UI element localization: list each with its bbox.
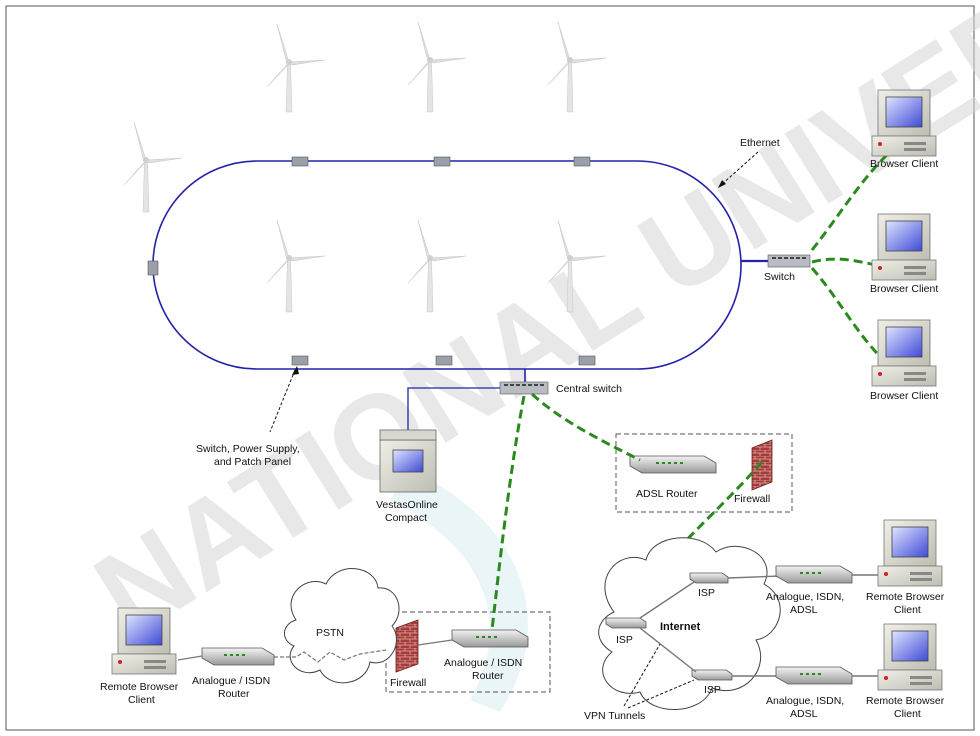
dashed-link-central-to-adsl — [530, 392, 641, 462]
pstn-label: PSTN — [316, 627, 344, 639]
watermark-arc: NATIONAL UNIVERSITY — [73, 0, 980, 712]
switch-icon — [767, 254, 811, 268]
internet-label: Internet — [660, 621, 701, 633]
dashed-link-firewall-to-isp — [624, 461, 764, 613]
remote-browser-client-right-line2: Client — [894, 604, 921, 616]
remote-browser-client-right-line1: Remote Browser — [866, 591, 945, 603]
vpn-arrow — [627, 679, 695, 709]
analogue-router-left-line2: Router — [218, 688, 250, 700]
switch-power-arrow-head — [292, 366, 299, 375]
ring-node — [291, 156, 309, 167]
analogue-isdn-adsl-modem-icon — [775, 666, 853, 685]
ethernet-label: Ethernet — [740, 137, 780, 149]
ethernet-arrow-head — [718, 180, 726, 188]
isp-label-top: ISP — [698, 587, 715, 599]
pstn-line — [274, 649, 387, 663]
vpn-tunnels-label: VPN Tunnels — [584, 710, 645, 722]
computer-icon — [871, 213, 937, 281]
dashed-link-browser-client — [810, 148, 894, 251]
analogue-adsl-label-top-line2: ADSL — [790, 604, 818, 616]
isp-link — [639, 627, 697, 673]
central-switch-icon — [499, 381, 549, 395]
client-to-router-link — [177, 655, 203, 661]
central-switch-label: Central switch — [556, 383, 622, 395]
browser-client-label: Browser Client — [870, 390, 938, 402]
browser-client-label: Browser Client — [870, 158, 938, 170]
pstn-cloud — [284, 568, 400, 684]
remote-browser-client-left-line2: Client — [128, 694, 155, 706]
computer-icon — [871, 319, 937, 387]
computer-icon — [111, 607, 177, 675]
adsl-group-box — [615, 433, 793, 513]
watermark-text-left: NATIONAL UNIVERSITY — [73, 0, 980, 662]
firewall-top-label: Firewall — [734, 493, 770, 505]
analogue-router-center-line1: Analogue / ISDN — [444, 657, 522, 669]
ethernet-arrow — [719, 151, 759, 187]
analogue-router-left-line1: Analogue / ISDN — [192, 675, 270, 687]
wind-turbine-icon — [547, 21, 607, 113]
ring-node — [291, 355, 309, 366]
computer-icon — [877, 623, 943, 691]
switch-power-label-line2: and Patch Panel — [214, 456, 291, 468]
ring-node — [573, 156, 591, 167]
isp-to-modem-link — [727, 575, 781, 579]
frame-border — [5, 5, 975, 731]
remote-browser-client-right2-line2: Client — [894, 708, 921, 720]
vestas-label-line1: VestasOnline — [376, 499, 438, 511]
ring-node — [147, 260, 159, 276]
analogue-isdn-router-icon — [451, 629, 529, 648]
computer-icon — [877, 519, 943, 587]
wind-turbine-icon — [266, 219, 326, 313]
switch-power-label-line1: Switch, Power Supply, — [196, 443, 300, 455]
isp-router-icon — [691, 669, 733, 681]
isp-router-icon — [605, 617, 647, 629]
firewall-icon — [395, 619, 419, 673]
central-switch-to-vestas-link — [407, 387, 500, 440]
vpn-arrow — [623, 643, 661, 707]
switch-power-arrow — [269, 369, 296, 433]
dashed-link-central-to-isdn-router — [490, 395, 526, 631]
isp-router-icon — [689, 572, 729, 584]
vestas-online-compact-icon — [379, 429, 437, 493]
analogue-isdn-adsl-modem-icon — [775, 565, 853, 584]
firewall-bottom-label: Firewall — [390, 677, 426, 689]
analogue-adsl-label-bottom-line2: ADSL — [790, 708, 818, 720]
analogue-router-center-line2: Router — [472, 670, 504, 682]
analogue-adsl-label-top-line1: Analogue, ISDN, — [766, 591, 844, 603]
ring-node — [433, 156, 451, 167]
browser-client-label: Browser Client — [870, 283, 938, 295]
isp-label-bottom: ISP — [704, 684, 721, 696]
firewall-to-router-link — [417, 639, 453, 646]
computer-icon — [871, 89, 937, 157]
adsl-router-icon — [629, 455, 717, 474]
analogue-isdn-router-left-icon — [201, 647, 275, 666]
adsl-router-label: ADSL Router — [636, 488, 698, 500]
ring-node — [578, 355, 596, 366]
wind-turbine-icon — [123, 121, 183, 213]
wind-turbine-icon — [407, 219, 467, 313]
vestas-label-line2: Compact — [385, 512, 427, 524]
internet-cloud — [598, 537, 781, 710]
firewall-icon — [751, 439, 773, 491]
ring-node — [435, 355, 453, 366]
wind-turbine-icon — [407, 21, 467, 113]
analogue-adsl-label-bottom-line1: Analogue, ISDN, — [766, 695, 844, 707]
remote-browser-client-left-line1: Remote Browser — [100, 681, 179, 693]
isp-label-left: ISP — [616, 634, 633, 646]
wind-turbine-icon — [266, 23, 326, 113]
wind-turbine-icon — [547, 219, 607, 313]
remote-browser-client-right2-line1: Remote Browser — [866, 695, 945, 707]
switch-label: Switch — [764, 271, 795, 283]
isp-link — [639, 581, 695, 619]
